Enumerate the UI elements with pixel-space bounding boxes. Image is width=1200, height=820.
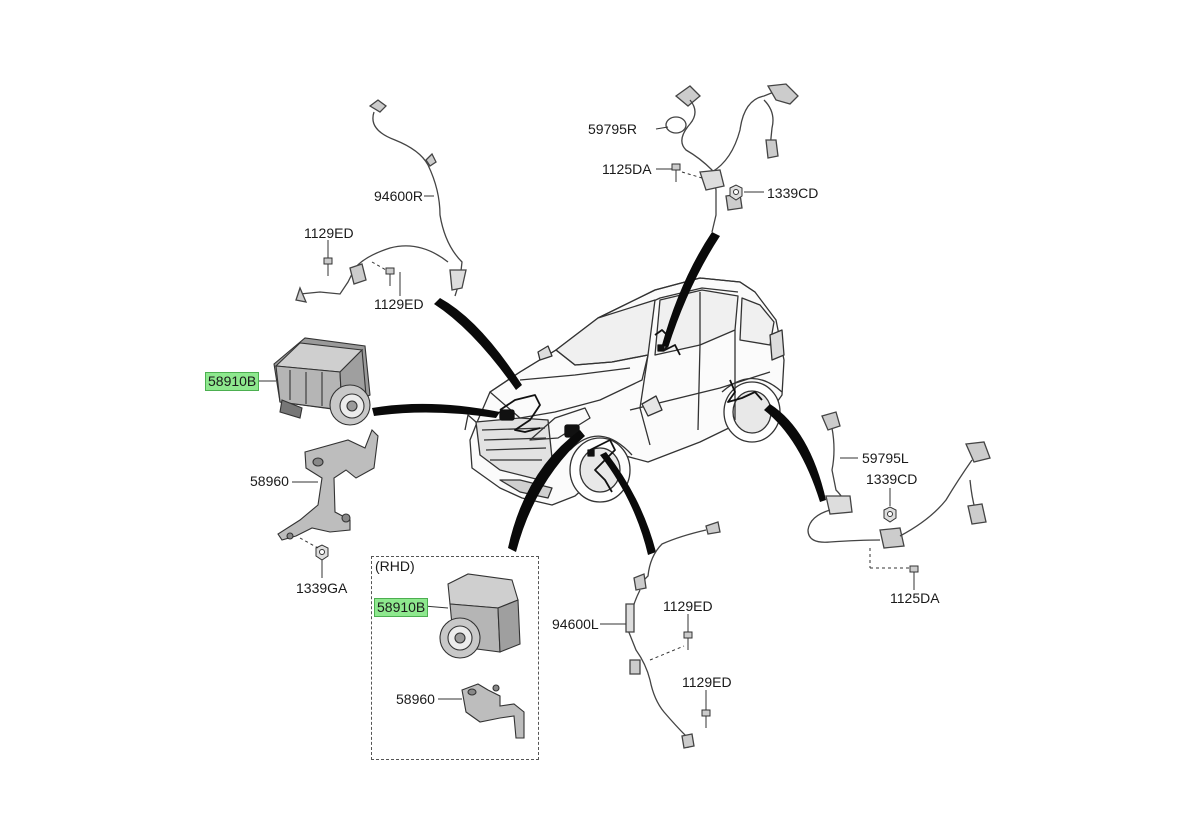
- nut-1339GA: [315, 544, 329, 561]
- harness-59795R: [665, 83, 799, 233]
- bolt-1125DA-b: [869, 548, 919, 590]
- part-label-58960-rhd[interactable]: 58960: [396, 691, 435, 707]
- part-label-94600L[interactable]: 94600L: [552, 616, 599, 632]
- part-label-1129ED-d[interactable]: 1129ED: [682, 674, 732, 690]
- part-label-59795R[interactable]: 59795R: [588, 121, 638, 137]
- bolt-1125DA-a: [656, 163, 703, 182]
- vehicle-illustration: [464, 277, 785, 506]
- part-label-1129ED-b[interactable]: 1129ED: [374, 296, 424, 312]
- part-label-1339CD-a[interactable]: 1339CD: [767, 185, 819, 201]
- part-label-1125DA-a[interactable]: 1125DA: [602, 161, 652, 177]
- nut-1339CD-a: [729, 184, 764, 201]
- part-label-1339CD-b[interactable]: 1339CD: [866, 471, 918, 487]
- rhd-label: (RHD): [375, 558, 415, 574]
- nut-1339CD-b: [883, 488, 897, 523]
- part-label-59795L[interactable]: 59795L: [862, 450, 909, 466]
- bracket-main: [277, 429, 379, 541]
- part-label-1339GA[interactable]: 1339GA: [296, 580, 348, 596]
- abs-module-main: [273, 337, 371, 426]
- sensor-94600R: [295, 99, 467, 303]
- part-label-94600R[interactable]: 94600R: [374, 188, 424, 204]
- bolt-1129ED-c: [649, 614, 693, 661]
- bracket-rhd: [461, 683, 525, 739]
- callout-pointers: [372, 232, 826, 555]
- abs-module-rhd: [439, 573, 521, 659]
- part-label-1125DA-b[interactable]: 1125DA: [890, 590, 940, 606]
- bolt-1129ED-a: [323, 240, 333, 276]
- part-label-58910B-main[interactable]: 58910B: [205, 372, 260, 391]
- part-label-58960-main[interactable]: 58960: [250, 473, 289, 489]
- sensor-94600L: [625, 521, 721, 749]
- rhd-group-box: [371, 556, 539, 760]
- part-label-1129ED-c[interactable]: 1129ED: [663, 598, 713, 614]
- harness-59795L: [807, 411, 991, 549]
- part-label-1129ED-a[interactable]: 1129ED: [304, 225, 354, 241]
- bolt-1129ED-d: [701, 690, 711, 728]
- bolt-1129ED-b: [371, 261, 401, 296]
- part-label-58910B-rhd[interactable]: 58910B: [374, 598, 429, 617]
